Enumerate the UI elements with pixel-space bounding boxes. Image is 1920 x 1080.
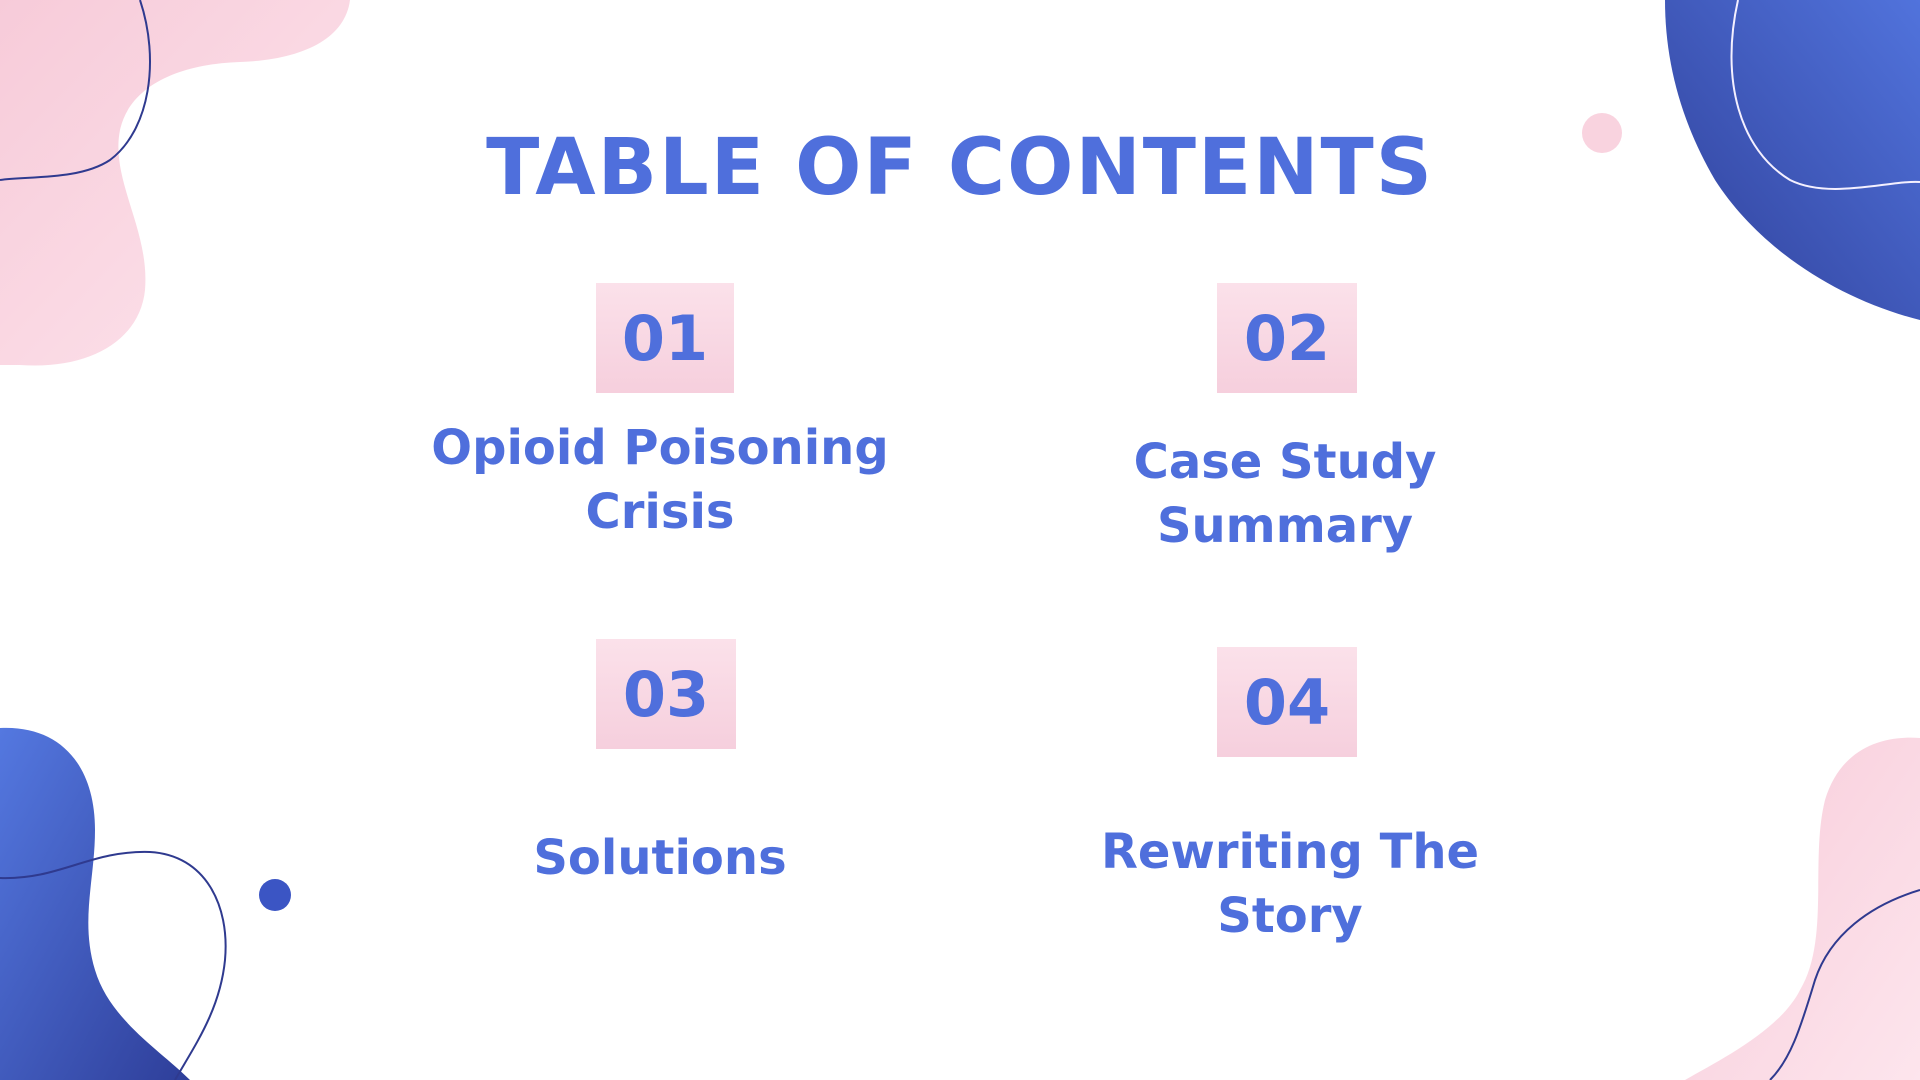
item-label-2: Case Study Summary xyxy=(1133,434,1437,554)
item-label-1: Opioid Poisoning Crisis xyxy=(431,420,889,540)
item-number-4: 04 xyxy=(1243,665,1331,739)
bottom-right-pink-blob xyxy=(1685,737,1920,1080)
bottom-left-blue-blob xyxy=(0,727,190,1080)
item-number-box-4: 04 xyxy=(1217,647,1357,757)
item-number-box-2: 02 xyxy=(1217,283,1357,393)
blue-dot xyxy=(259,879,291,911)
item-label-3: Solutions xyxy=(533,830,787,886)
item-label-4: Rewriting The Story xyxy=(1100,824,1480,944)
item-number-3: 03 xyxy=(622,657,710,731)
page-title: TABLE OF CONTENTS xyxy=(486,123,1434,213)
bottom-right-line xyxy=(1769,889,1920,1080)
item-number-box-3: 03 xyxy=(596,639,736,749)
item-number-1: 01 xyxy=(621,301,709,375)
item-number-2: 02 xyxy=(1243,301,1331,375)
bottom-left-line xyxy=(0,850,227,1080)
item-number-box-1: 01 xyxy=(596,283,734,393)
